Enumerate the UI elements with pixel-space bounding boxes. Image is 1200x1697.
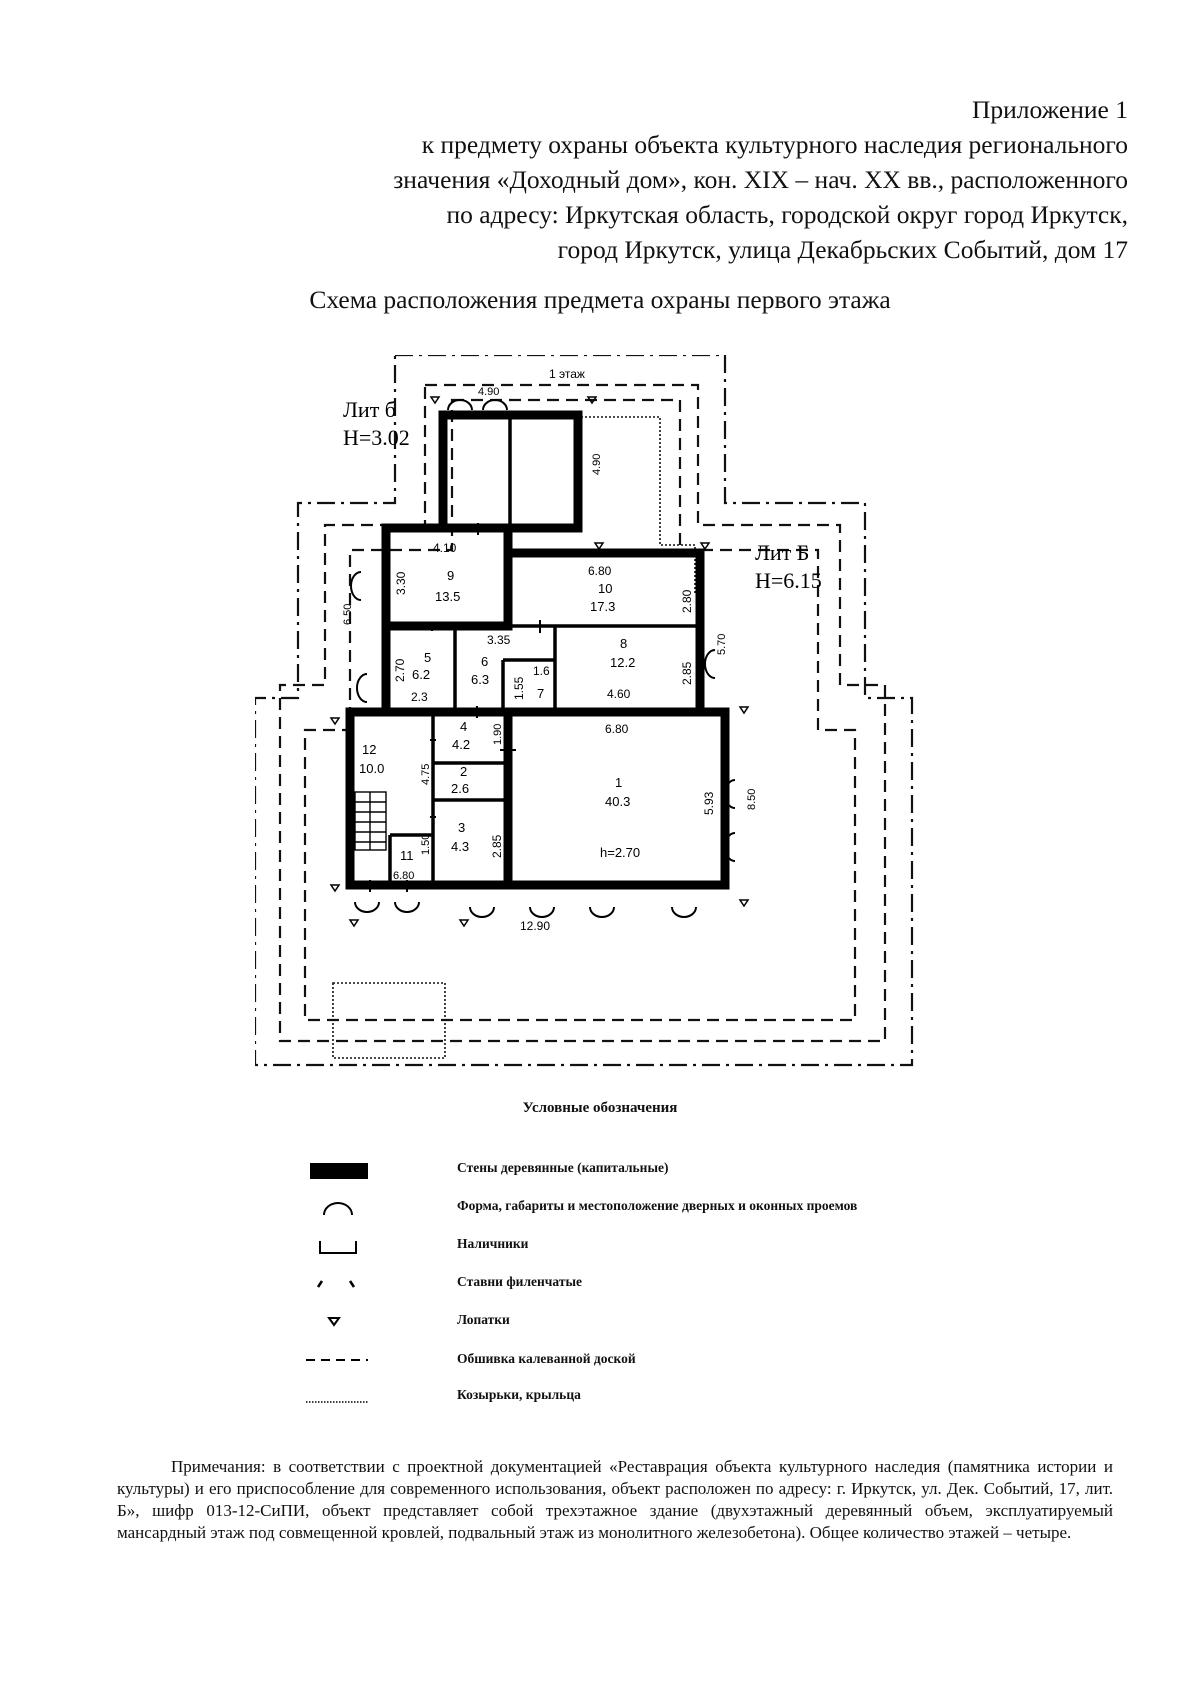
room-area: 17.3 xyxy=(590,599,615,614)
dim-label: 1.50 xyxy=(420,834,432,855)
floor-plan: 1 этаж Лит б H=3.02 Лит Б H=6.15 9 13.5 … xyxy=(255,355,914,1067)
arch-icon xyxy=(323,1202,353,1216)
legend-title: Условные обозначения xyxy=(522,1100,678,1116)
dash-icon xyxy=(306,1359,368,1361)
dim-label: 4.10 xyxy=(433,541,457,555)
legend-item-openings: Форма, габариты и местоположение дверных… xyxy=(300,1193,1000,1223)
stairs-icon xyxy=(354,791,387,851)
dim-label: 4.60 xyxy=(607,687,631,701)
appendix-line: к предмету охраны объекта культурного на… xyxy=(421,130,1128,159)
room-number: 4 xyxy=(460,719,467,734)
dim-label: 3.35 xyxy=(487,633,511,647)
lit-b-height: H=6.15 xyxy=(755,568,822,593)
room-area: 2.6 xyxy=(451,781,469,796)
appendix-number: Приложение 1 xyxy=(972,95,1128,124)
room-number: 2 xyxy=(460,764,467,779)
boundary-dashed-mid xyxy=(278,383,887,1043)
porch-south xyxy=(332,982,446,1059)
height-note: h=2.70 xyxy=(600,845,640,860)
legend-label: Лопатки xyxy=(457,1312,510,1327)
dim-label: 5.93 xyxy=(702,791,716,815)
room-number: 5 xyxy=(424,650,431,665)
dim-label: 1.90 xyxy=(492,724,504,745)
dotted-icon xyxy=(306,1401,368,1403)
room-area: 4.3 xyxy=(451,839,469,854)
room-area: 4.2 xyxy=(452,737,470,752)
appendix-header: Приложение 1 к предмету охраны объекта к… xyxy=(228,92,1128,267)
room-number: 7 xyxy=(537,686,544,701)
room-area: 6.3 xyxy=(471,672,489,687)
legend-label: Наличники xyxy=(457,1236,529,1251)
shutter-icon xyxy=(316,1280,356,1288)
dim-label: 8.50 xyxy=(746,789,758,810)
legend-item-walls: Стены деревянные (капитальные) xyxy=(300,1155,1000,1185)
room-number: 3 xyxy=(458,820,465,835)
room-area: 13.5 xyxy=(435,589,460,604)
dim-label: 4.90 xyxy=(478,386,499,398)
room-number: 6 xyxy=(481,654,488,669)
window-arcs xyxy=(350,399,736,918)
room-number: 9 xyxy=(447,568,454,583)
notes-paragraph: Примечания: в соответствии с проектной д… xyxy=(117,1457,1113,1542)
dim-label: 6.80 xyxy=(393,870,414,882)
appendix-line: значения «Доходный дом», кон. XIX – нач.… xyxy=(393,165,1128,194)
legend-item-porches: Козырьки, крыльца xyxy=(300,1382,1000,1412)
legend-label: Стены деревянные (капитальные) xyxy=(457,1160,669,1175)
dim-label: 12.90 xyxy=(520,919,550,933)
lit-b-small-height: H=3.02 xyxy=(343,425,410,450)
legend-label: Обшивка калеванной доской xyxy=(457,1351,636,1366)
room-number: 12 xyxy=(362,742,376,757)
dim-label: 6.80 xyxy=(588,564,612,578)
room-area: 40.3 xyxy=(605,794,630,809)
boundary-dashdot-outer xyxy=(255,355,914,1067)
dim-label: 1.6 xyxy=(533,664,550,678)
legend-label: Форма, габариты и местоположение дверных… xyxy=(457,1198,858,1213)
pilaster-markers xyxy=(329,396,750,928)
lit-b-name: Лит Б xyxy=(755,540,809,565)
scheme-title: Схема расположения предмета охраны перво… xyxy=(309,285,891,314)
legend-item-pilasters: Лопатки xyxy=(300,1307,1000,1337)
floor-label: 1 этаж xyxy=(549,367,585,381)
room-area: 10.0 xyxy=(359,761,384,776)
wall-room-10 xyxy=(508,548,705,626)
lit-b-small-name: Лит б xyxy=(343,397,396,422)
pilaster-icon xyxy=(327,1317,341,1327)
legend-item-shutters: Ставни филенчатые xyxy=(300,1269,1000,1299)
dim-label: 2.80 xyxy=(680,589,694,613)
room-number: 10 xyxy=(598,581,612,596)
appendix-line: город Иркутск, улица Декабрьских Событий… xyxy=(557,235,1128,264)
appendix-line: по адресу: Иркутская область, городской … xyxy=(446,200,1128,229)
wall-rooms-5-8 xyxy=(381,626,705,712)
room-number: 11 xyxy=(400,848,414,863)
dim-label: 2.85 xyxy=(680,661,694,685)
dim-label: 4.75 xyxy=(420,764,432,785)
frame-icon xyxy=(319,1241,357,1254)
dim-label: 3.30 xyxy=(394,571,408,595)
legend-label: Козырьки, крыльца xyxy=(457,1387,581,1402)
legend-item-cladding: Обшивка калеванной доской xyxy=(300,1346,1000,1376)
dim-label: 2.70 xyxy=(393,658,407,682)
legend-item-frames: Наличники xyxy=(300,1231,1000,1261)
wall-icon xyxy=(310,1163,368,1179)
legend-label: Ставни филенчатые xyxy=(457,1274,582,1289)
dim-label: 4.90 xyxy=(591,454,603,475)
dim-label: 6.50 xyxy=(342,604,354,625)
porch-north xyxy=(581,416,696,595)
room-area: 6.2 xyxy=(412,667,430,682)
room-number: 1 xyxy=(615,775,622,790)
dim-label: 6.80 xyxy=(605,722,629,736)
dim-label: 5.70 xyxy=(716,634,728,655)
room-area: 12.2 xyxy=(610,655,635,670)
room-number: 8 xyxy=(620,636,627,651)
dim-label: 2.85 xyxy=(490,834,504,858)
dim-label: 2.3 xyxy=(411,690,428,704)
dim-label: 1.55 xyxy=(512,676,526,700)
